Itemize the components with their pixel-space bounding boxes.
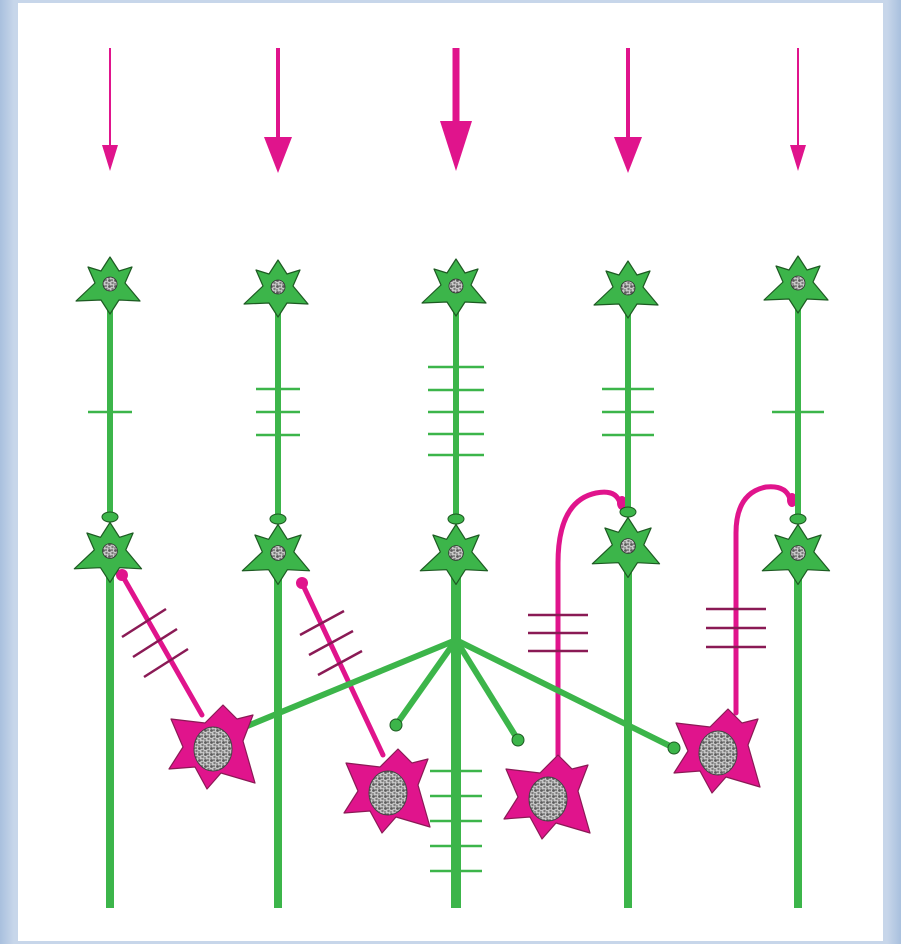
input-arrow-3-head xyxy=(440,121,472,171)
inhibitory-terminal-2 xyxy=(296,577,308,589)
inhibitory-terminal-1 xyxy=(116,569,128,581)
output-neuron-2-nucleus xyxy=(270,545,286,561)
inhibitory-axon-4 xyxy=(733,484,793,716)
inhibitory-axon-3 xyxy=(555,489,623,760)
inhibitory-terminal-4 xyxy=(787,493,797,507)
output-neuron-3-nucleus xyxy=(448,545,464,561)
relay-terminal-4 xyxy=(619,506,637,518)
inhibitory-neuron-2-nucleus xyxy=(368,770,408,816)
inhibitory-spike-1-1 xyxy=(121,607,167,639)
relay-neuron-5-nucleus xyxy=(790,275,806,291)
inhibitory-spike-2-1 xyxy=(299,609,345,637)
input-arrow-1-head xyxy=(102,145,118,171)
relay-neuron-3-nucleus xyxy=(448,278,464,294)
inhibitory-neuron-4-nucleus xyxy=(698,730,738,776)
input-arrow-5-head xyxy=(790,145,806,171)
collateral-1 xyxy=(238,637,458,732)
diagram xyxy=(18,3,883,941)
output-neuron-5-nucleus xyxy=(790,545,806,561)
relay-neuron-2-nucleus xyxy=(270,279,286,295)
output-neuron-1-nucleus xyxy=(102,543,118,559)
relay-terminal-1 xyxy=(101,511,119,523)
collateral-4 xyxy=(454,637,676,751)
excitatory-axons-layer xyxy=(88,305,824,908)
inhibitory-axons-layer xyxy=(116,484,797,760)
input-arrow-2-head xyxy=(264,137,292,173)
relay-terminal-3 xyxy=(447,513,465,525)
collateral-2 xyxy=(393,638,459,727)
collateral-terminal-2 xyxy=(389,718,403,732)
collateral-terminal-4 xyxy=(667,741,681,755)
relay-terminal-5 xyxy=(789,513,807,525)
relay-neuron-1-nucleus xyxy=(102,276,118,292)
collateral-terminal-3 xyxy=(511,733,525,747)
relay-terminal-2 xyxy=(269,513,287,525)
collateral-3 xyxy=(453,638,521,742)
inhibitory-spike-2-2 xyxy=(308,629,354,657)
input-arrow-4-head xyxy=(614,137,642,173)
inhibitory-axon-2 xyxy=(299,580,386,758)
cell-bodies-layer xyxy=(73,255,831,840)
inhibitory-neuron-3-nucleus xyxy=(528,776,568,822)
relay-neuron-4-nucleus xyxy=(620,280,636,296)
output-neuron-4-nucleus xyxy=(620,538,636,554)
input-arrows-layer xyxy=(102,48,806,173)
inhibitory-axon-1 xyxy=(119,572,205,718)
inhibitory-spike-1-2 xyxy=(132,627,178,659)
inhibitory-spike-2-3 xyxy=(317,649,363,677)
lateral-inhibition-diagram xyxy=(73,48,831,908)
inhibitory-neuron-1-nucleus xyxy=(193,726,233,772)
inhibitory-spike-1-3 xyxy=(143,647,189,679)
inhibitory-terminal-3 xyxy=(617,496,627,510)
